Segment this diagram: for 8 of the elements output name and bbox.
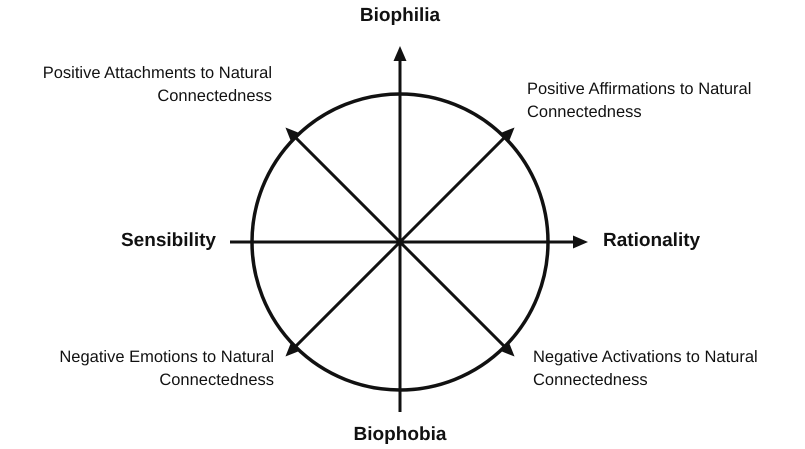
axis-label: Rationality [603,229,700,252]
quadrant-label: Positive Attachments to Natural Connectedness [42,63,272,107]
axis-label: Biophobia [354,423,446,446]
quadrant-label: Positive Affirmations to Natural Connectedness [527,79,752,123]
quadrant-label: Negative Emotions to Natural Connectedness [58,347,274,391]
axis-label: Biophilia [360,4,440,27]
axis-label: Sensibility [120,229,216,252]
quadrant-label: Negative Activations to Natural Connectedness [533,347,759,391]
